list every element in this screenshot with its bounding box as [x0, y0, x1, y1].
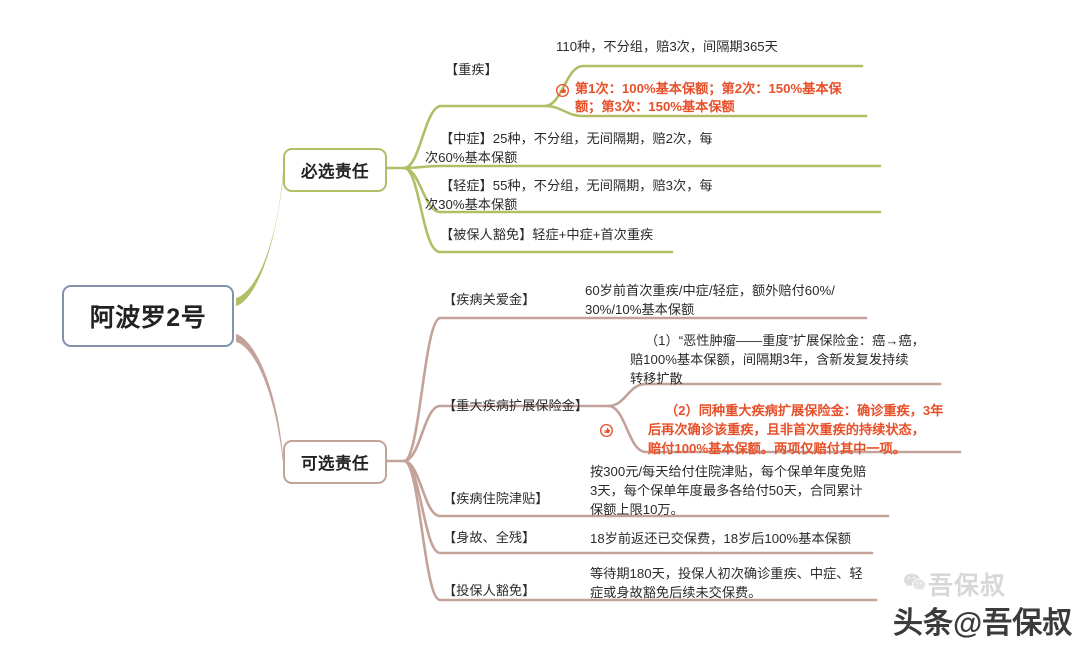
leaf-text-guanaijin-line2[interactable]: 30%/10%基本保额 — [585, 302, 695, 317]
leaf-text-toubao-line1[interactable]: 等待期180天，投保人初次确诊重疾、中症、轻 — [590, 566, 863, 581]
leaf-text-zhongzheng-line2[interactable]: 次60%基本保额 — [425, 150, 518, 165]
branch-node-optional[interactable]: 可选责任 — [283, 440, 387, 484]
branch-node-required[interactable]: 必选责任 — [283, 148, 387, 192]
leaf-text-kuozhan-sub2-line3[interactable]: 赔付100%基本保额。两项仅赔付其中一项。 — [648, 441, 906, 456]
leaf-text-kuozhan-sub1-line2[interactable]: 赔100%基本保额，间隔期3年，含新发复发持续 — [630, 352, 909, 367]
leaf-label-guanaijin[interactable]: 【疾病关爱金】 — [443, 292, 536, 307]
leaf-text-qingzheng-line1[interactable]: 【轻症】55种，不分组，无间隔期，赔3次，每 — [440, 178, 713, 193]
leaf-text-guanaijin-line1[interactable]: 60岁前首次重疾/中症/轻症，额外赔付60%/ — [585, 283, 835, 298]
leaf-text-zhongji-line1[interactable]: 110种，不分组，赔3次，间隔期365天 — [556, 39, 778, 54]
watermark-main-text: 头条@吾保叔 — [893, 607, 1073, 640]
leaf-text-jintie-line1[interactable]: 按300元/每天给付住院津贴，每个保单年度免赔 — [590, 464, 867, 479]
root-node[interactable]: 阿波罗2号 — [62, 285, 234, 347]
wechat-icon — [903, 572, 926, 592]
thumbs-up-icon — [556, 84, 569, 97]
leaf-label-shengu[interactable]: 【身故、全残】 — [443, 530, 536, 545]
leaf-text-zhongji-emphasis-line2[interactable]: 额；第3次：150%基本保额 — [575, 99, 735, 114]
leaf-text-kuozhan-sub2-line2[interactable]: 后再次确诊该重疾，且非首次重疾的持续状态， — [648, 422, 925, 437]
leaf-text-jintie-line2[interactable]: 3天，每个保单年度最多各给付50天，合同累计 — [590, 483, 863, 498]
leaf-text-shengu[interactable]: 18岁前返还已交保费，18岁后100%基本保额 — [590, 531, 851, 546]
leaf-text-toubao-line2[interactable]: 症或身故豁免后续未交保费。 — [590, 585, 762, 600]
connector-root-to-optional — [236, 334, 283, 462]
leaf-text-huomian[interactable]: 【被保人豁免】轻症+中症+首次重疾 — [440, 227, 654, 242]
leaf-text-kuozhan-sub1-line3[interactable]: 转移扩散 — [630, 371, 683, 386]
leaf-text-kuozhan-sub2-line1[interactable]: （2）同种重大疾病扩展保险金：确诊重疾，3年 — [665, 403, 944, 418]
leaf-label-toubao[interactable]: 【投保人豁免】 — [443, 583, 536, 598]
leaf-label-zhongji[interactable]: 【重疾】 — [445, 62, 498, 77]
leaf-label-kuozhan[interactable]: 【重大疾病扩展保险金】 — [443, 398, 589, 413]
leaf-text-jintie-line3[interactable]: 保额上限10万。 — [590, 502, 684, 517]
leaf-text-zhongzheng-line1[interactable]: 【中症】25种，不分组，无间隔期，赔2次，每 — [440, 131, 713, 146]
thumbs-up-icon — [600, 424, 613, 437]
leaf-text-kuozhan-sub1-line1[interactable]: （1）“恶性肿瘤——重度”扩展保险金：癌→癌， — [645, 333, 925, 348]
leaf-label-jintie[interactable]: 【疾病住院津贴】 — [443, 491, 549, 506]
leaf-text-zhongji-emphasis-line1[interactable]: 第1次：100%基本保额；第2次：150%基本保 — [575, 81, 842, 96]
leaf-text-qingzheng-line2[interactable]: 次30%基本保额 — [425, 197, 518, 212]
watermark-faint-text: 吾保叔 — [928, 572, 1007, 600]
connector-root-to-required — [236, 172, 283, 306]
